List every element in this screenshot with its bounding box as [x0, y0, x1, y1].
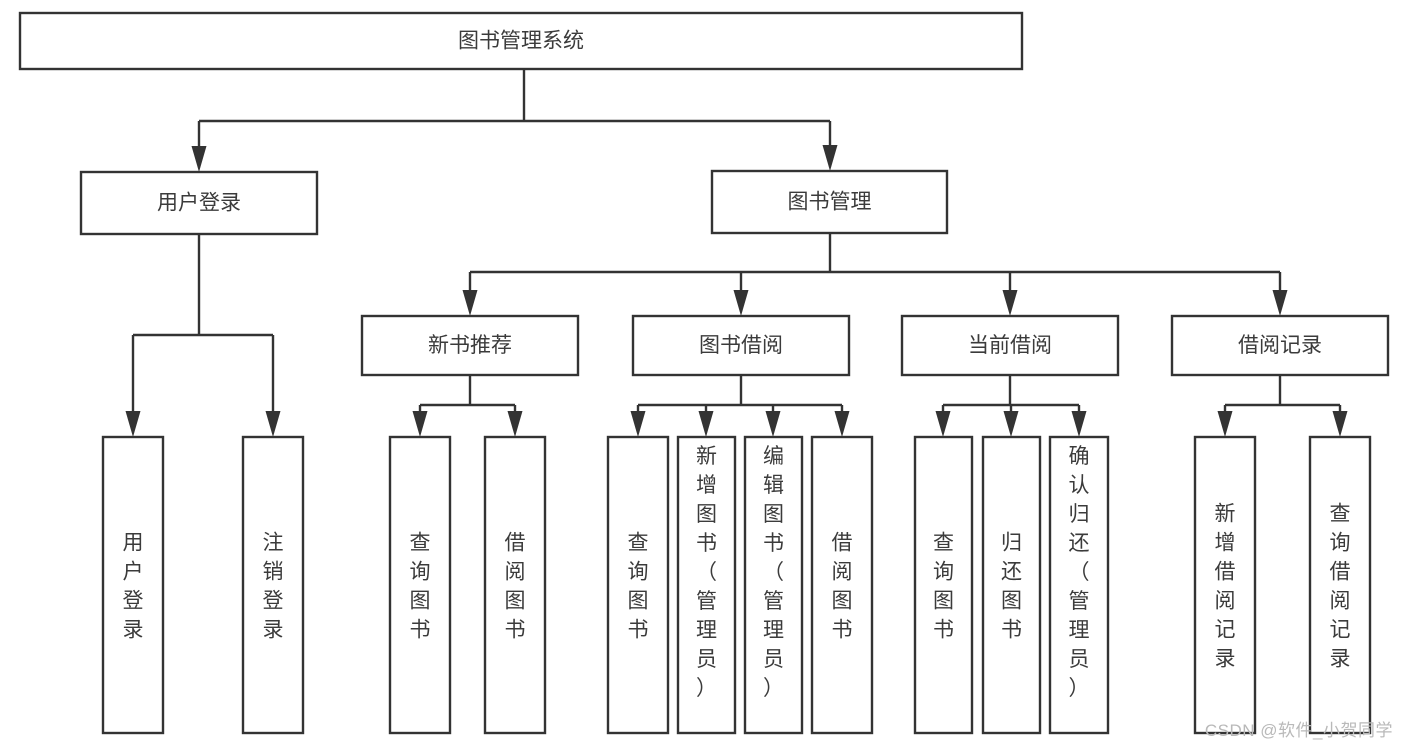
- arrow-head-icon: [462, 290, 478, 316]
- node-label-leaf-user-login: 用户登录: [123, 532, 144, 642]
- node-leaf-query-book-3[interactable]: 查询图书: [913, 435, 974, 735]
- connector-current-to-leaves: [935, 375, 1087, 437]
- node-leaf-query-record[interactable]: 查询借阅记录: [1308, 435, 1372, 735]
- node-leaf-user-login[interactable]: 用户登录: [101, 435, 165, 735]
- node-label-current-borrow: 当前借阅: [968, 334, 1052, 357]
- node-label-leaf-query-book-1: 查询图书: [410, 532, 431, 642]
- arrow-head-icon: [630, 411, 646, 437]
- node-leaf-return-book[interactable]: 归还图书: [981, 435, 1042, 735]
- node-box-leaf-borrow-book-1[interactable]: [483, 435, 547, 735]
- arrow-head-icon: [1217, 411, 1233, 437]
- node-layer: 图书管理系统用户登录图书管理新书推荐图书借阅当前借阅借阅记录用户登录注销登录查询…: [18, 11, 1390, 735]
- node-new-book-recommend[interactable]: 新书推荐: [360, 314, 580, 377]
- node-user-login[interactable]: 用户登录: [79, 170, 319, 236]
- node-label-leaf-query-book-3: 查询图书: [933, 532, 954, 642]
- node-current-borrow[interactable]: 当前借阅: [900, 314, 1120, 377]
- connector-record-to-leaves: [1217, 375, 1348, 437]
- node-label-leaf-add-record: 新增借阅记录: [1215, 503, 1236, 671]
- node-book-borrow[interactable]: 图书借阅: [631, 314, 851, 377]
- node-box-leaf-add-record[interactable]: [1193, 435, 1257, 735]
- node-label-leaf-return-book: 归还图书: [1001, 532, 1022, 642]
- node-label-leaf-confirm-return: 确认归还（管理员）: [1069, 445, 1090, 700]
- node-box-leaf-borrow-book-2[interactable]: [810, 435, 874, 735]
- arrow-head-icon: [1002, 290, 1018, 316]
- node-leaf-borrow-book-2[interactable]: 借阅图书: [810, 435, 874, 735]
- node-label-leaf-logout: 注销登录: [263, 532, 284, 642]
- connector-root-to-level1: [191, 69, 838, 172]
- connector-user-login-to-leaves: [125, 234, 281, 437]
- node-box-leaf-query-record[interactable]: [1308, 435, 1372, 735]
- node-box-root[interactable]: [18, 11, 1024, 71]
- node-box-book-manage[interactable]: [710, 169, 949, 235]
- node-box-leaf-edit-book[interactable]: [743, 435, 804, 735]
- node-box-leaf-return-book[interactable]: [981, 435, 1042, 735]
- node-box-leaf-query-book-3[interactable]: [913, 435, 974, 735]
- node-box-leaf-logout[interactable]: [241, 435, 305, 735]
- node-leaf-add-record[interactable]: 新增借阅记录: [1193, 435, 1257, 735]
- arrow-head-icon: [412, 411, 428, 437]
- node-box-borrow-record[interactable]: [1170, 314, 1390, 377]
- arrow-head-icon: [698, 411, 714, 437]
- node-leaf-query-book-1[interactable]: 查询图书: [388, 435, 452, 735]
- node-label-leaf-edit-book: 编辑图书（管理员）: [763, 445, 784, 700]
- node-box-current-borrow[interactable]: [900, 314, 1120, 377]
- node-box-book-borrow[interactable]: [631, 314, 851, 377]
- node-box-leaf-add-book[interactable]: [676, 435, 737, 735]
- connector-book-manage-to-level2: [462, 233, 1288, 316]
- connector-layer: [125, 69, 1348, 437]
- node-label-root: 图书管理系统: [458, 30, 584, 53]
- node-label-leaf-query-book-2: 查询图书: [628, 532, 649, 642]
- node-label-leaf-borrow-book-1: 借阅图书: [505, 532, 526, 642]
- node-box-leaf-query-book-2[interactable]: [606, 435, 670, 735]
- node-book-manage[interactable]: 图书管理: [710, 169, 949, 235]
- node-box-user-login[interactable]: [79, 170, 319, 236]
- arrow-head-icon: [1332, 411, 1348, 437]
- arrow-head-icon: [1003, 411, 1019, 437]
- node-label-user-login: 用户登录: [157, 192, 241, 215]
- node-label-leaf-query-record: 查询借阅记录: [1330, 503, 1351, 671]
- node-label-book-borrow: 图书借阅: [699, 334, 783, 357]
- arrow-head-icon: [265, 411, 281, 437]
- node-box-leaf-confirm-return[interactable]: [1048, 435, 1110, 735]
- connector-recommend-to-leaves: [412, 375, 523, 437]
- node-box-leaf-query-book-1[interactable]: [388, 435, 452, 735]
- node-box-new-book-recommend[interactable]: [360, 314, 580, 377]
- node-label-leaf-borrow-book-2: 借阅图书: [832, 532, 853, 642]
- node-leaf-logout[interactable]: 注销登录: [241, 435, 305, 735]
- node-leaf-confirm-return[interactable]: 确认归还（管理员）: [1048, 435, 1110, 735]
- node-label-borrow-record: 借阅记录: [1238, 334, 1322, 357]
- node-leaf-add-book[interactable]: 新增图书（管理员）: [676, 435, 737, 735]
- node-leaf-query-book-2[interactable]: 查询图书: [606, 435, 670, 735]
- arrow-head-icon: [733, 290, 749, 316]
- arrow-head-icon: [822, 145, 838, 171]
- node-label-book-manage: 图书管理: [788, 191, 872, 214]
- arrow-head-icon: [125, 411, 141, 437]
- node-leaf-borrow-book-1[interactable]: 借阅图书: [483, 435, 547, 735]
- arrow-head-icon: [191, 146, 207, 172]
- arrow-head-icon: [507, 411, 523, 437]
- arrow-head-icon: [935, 411, 951, 437]
- node-label-new-book-recommend: 新书推荐: [428, 334, 512, 357]
- node-borrow-record[interactable]: 借阅记录: [1170, 314, 1390, 377]
- arrow-head-icon: [1272, 290, 1288, 316]
- arrow-head-icon: [765, 411, 781, 437]
- arrow-head-icon: [1071, 411, 1087, 437]
- connector-borrow-to-leaves: [630, 375, 850, 437]
- node-root[interactable]: 图书管理系统: [18, 11, 1024, 71]
- node-label-leaf-add-book: 新增图书（管理员）: [696, 445, 717, 700]
- node-leaf-edit-book[interactable]: 编辑图书（管理员）: [743, 435, 804, 735]
- node-box-leaf-user-login[interactable]: [101, 435, 165, 735]
- arrow-head-icon: [834, 411, 850, 437]
